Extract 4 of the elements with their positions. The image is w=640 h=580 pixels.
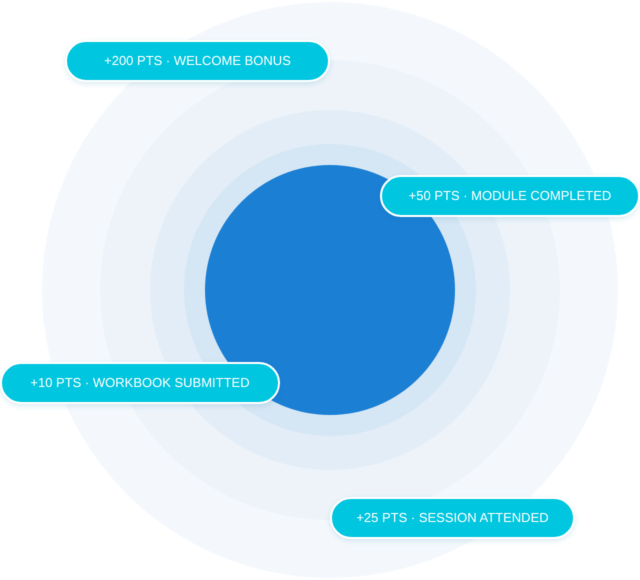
points-badge: +10 PTS · WORKBOOK SUBMITTED: [0, 362, 280, 404]
points-badge: +200 PTS · WELCOME BONUS: [65, 40, 330, 82]
points-badge: +25 PTS · SESSION ATTENDED: [330, 497, 575, 539]
points-badge: +50 PTS · MODULE COMPLETED: [380, 175, 640, 217]
